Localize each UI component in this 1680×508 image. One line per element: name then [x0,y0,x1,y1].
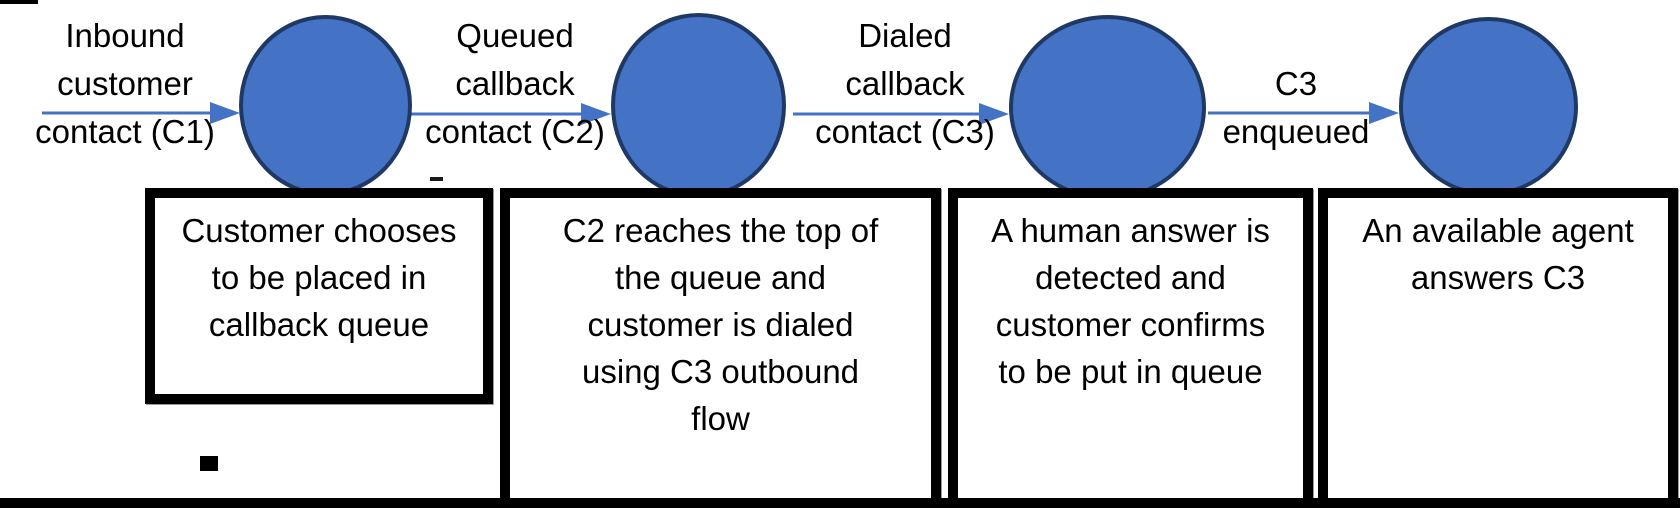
transition-label-c3-enqueued: C3 enqueued [1222,65,1370,150]
state-circle-3 [1009,15,1206,200]
step-box-customer-chooses: Customer chooses to be placed in callbac… [145,188,493,404]
flow-arrow-1 [42,102,240,124]
transition-label-dialed-c3: Dialed callback contact (C3) [815,17,995,150]
state-circle-2 [611,13,786,198]
flow-arrow-2 [396,103,611,125]
top-left-mark [0,0,38,4]
stray-square-mark [200,456,218,471]
step-box-agent-answers: An available agent answers C3 [1318,188,1678,508]
transition-label-queued-c2: Queued callback contact (C2) [425,17,605,150]
flow-arrow-3 [793,103,1009,125]
transition-label-inbound-c1: Inbound customer contact (C1) [35,17,215,150]
state-circle-1 [239,15,412,196]
bottom-rule [0,498,1680,508]
state-circle-4 [1399,17,1578,196]
flow-arrow-4 [1208,102,1399,124]
stray-dash-mark [430,177,443,181]
step-box-human-answer: A human answer is detected and customer … [948,188,1313,508]
step-box-c2-dialed: C2 reaches the top of the queue and cust… [500,188,941,508]
